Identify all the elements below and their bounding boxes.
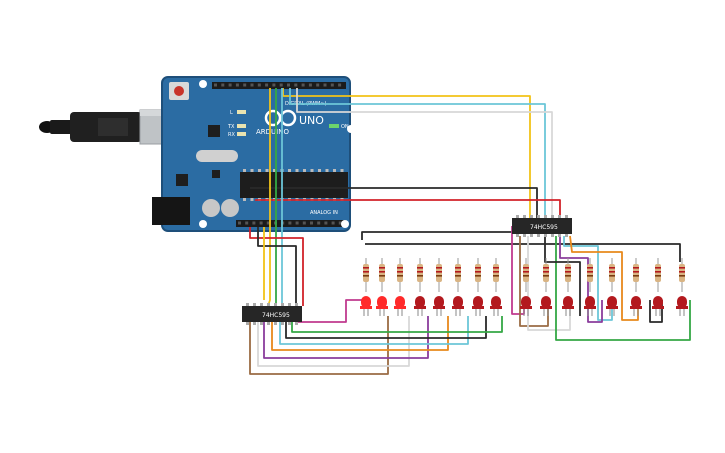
led[interactable]	[452, 296, 464, 316]
led[interactable]	[490, 296, 502, 316]
led[interactable]	[630, 296, 642, 316]
resistor[interactable]	[523, 258, 529, 292]
resistor[interactable]	[493, 258, 499, 292]
led[interactable]	[652, 296, 664, 316]
l-label: L	[230, 110, 233, 116]
led[interactable]	[472, 296, 484, 316]
wire	[555, 236, 691, 341]
resistor[interactable]	[417, 258, 423, 292]
wire	[249, 227, 304, 306]
wire	[279, 316, 469, 345]
wire	[263, 316, 429, 359]
wire	[291, 316, 503, 333]
wire	[365, 243, 681, 262]
resistor[interactable]	[397, 258, 403, 292]
wire	[257, 227, 297, 306]
resistor[interactable]	[363, 258, 369, 292]
resistor[interactable]	[633, 258, 639, 292]
board-logo-text: ARDUINO	[256, 128, 289, 136]
wire	[249, 316, 389, 375]
wire	[361, 231, 512, 240]
power-jack-icon[interactable]	[152, 197, 190, 225]
led[interactable]	[520, 296, 532, 316]
wire	[285, 316, 487, 339]
wire	[527, 236, 571, 331]
wire	[255, 199, 561, 218]
wire	[563, 236, 613, 321]
resistor[interactable]	[475, 258, 481, 292]
led[interactable]	[414, 296, 426, 316]
led[interactable]	[562, 296, 574, 316]
wire	[271, 316, 449, 351]
led[interactable]	[584, 296, 596, 316]
wire	[559, 236, 603, 323]
chip-label: 74HC595	[530, 224, 558, 231]
wire	[296, 88, 553, 218]
shift-register-chip[interactable]: 74HC595	[242, 303, 302, 325]
resistor[interactable]	[609, 258, 615, 292]
tx-label: TX	[227, 124, 235, 130]
arduino-board[interactable]: ARDUINO UNO DIGITAL (PWM~) ANALOG IN ON …	[152, 76, 355, 232]
reset-button-icon[interactable]	[169, 82, 189, 100]
wire	[544, 236, 581, 316]
on-label: ON	[341, 124, 349, 130]
wire	[569, 235, 639, 321]
wire	[298, 299, 362, 323]
led[interactable]	[360, 296, 372, 316]
led[interactable]	[376, 296, 388, 316]
wire	[649, 300, 663, 323]
analog-label: ANALOG IN	[310, 210, 338, 216]
resistor[interactable]	[565, 258, 571, 292]
rx-label: RX	[228, 132, 235, 138]
wire	[289, 88, 546, 218]
board-model: UNO	[299, 114, 324, 127]
wire	[257, 316, 410, 367]
resistor[interactable]	[587, 258, 593, 292]
wire	[282, 88, 531, 218]
shift-register-chip[interactable]: 74HC595	[512, 215, 572, 237]
led[interactable]	[394, 296, 406, 316]
resistor[interactable]	[455, 258, 461, 292]
wire	[250, 187, 538, 218]
resistor[interactable]	[655, 258, 661, 292]
led[interactable]	[433, 296, 445, 316]
led-row	[360, 258, 688, 316]
usb-cable-icon[interactable]	[39, 109, 179, 145]
led[interactable]	[676, 296, 688, 316]
chip-label: 74HC595	[262, 312, 290, 319]
led[interactable]	[606, 296, 618, 316]
resistor[interactable]	[543, 258, 549, 292]
infinity-logo-icon	[264, 109, 297, 127]
resistor[interactable]	[436, 258, 442, 292]
resistor[interactable]	[679, 258, 685, 292]
resistor[interactable]	[379, 258, 385, 292]
led[interactable]	[540, 296, 552, 316]
